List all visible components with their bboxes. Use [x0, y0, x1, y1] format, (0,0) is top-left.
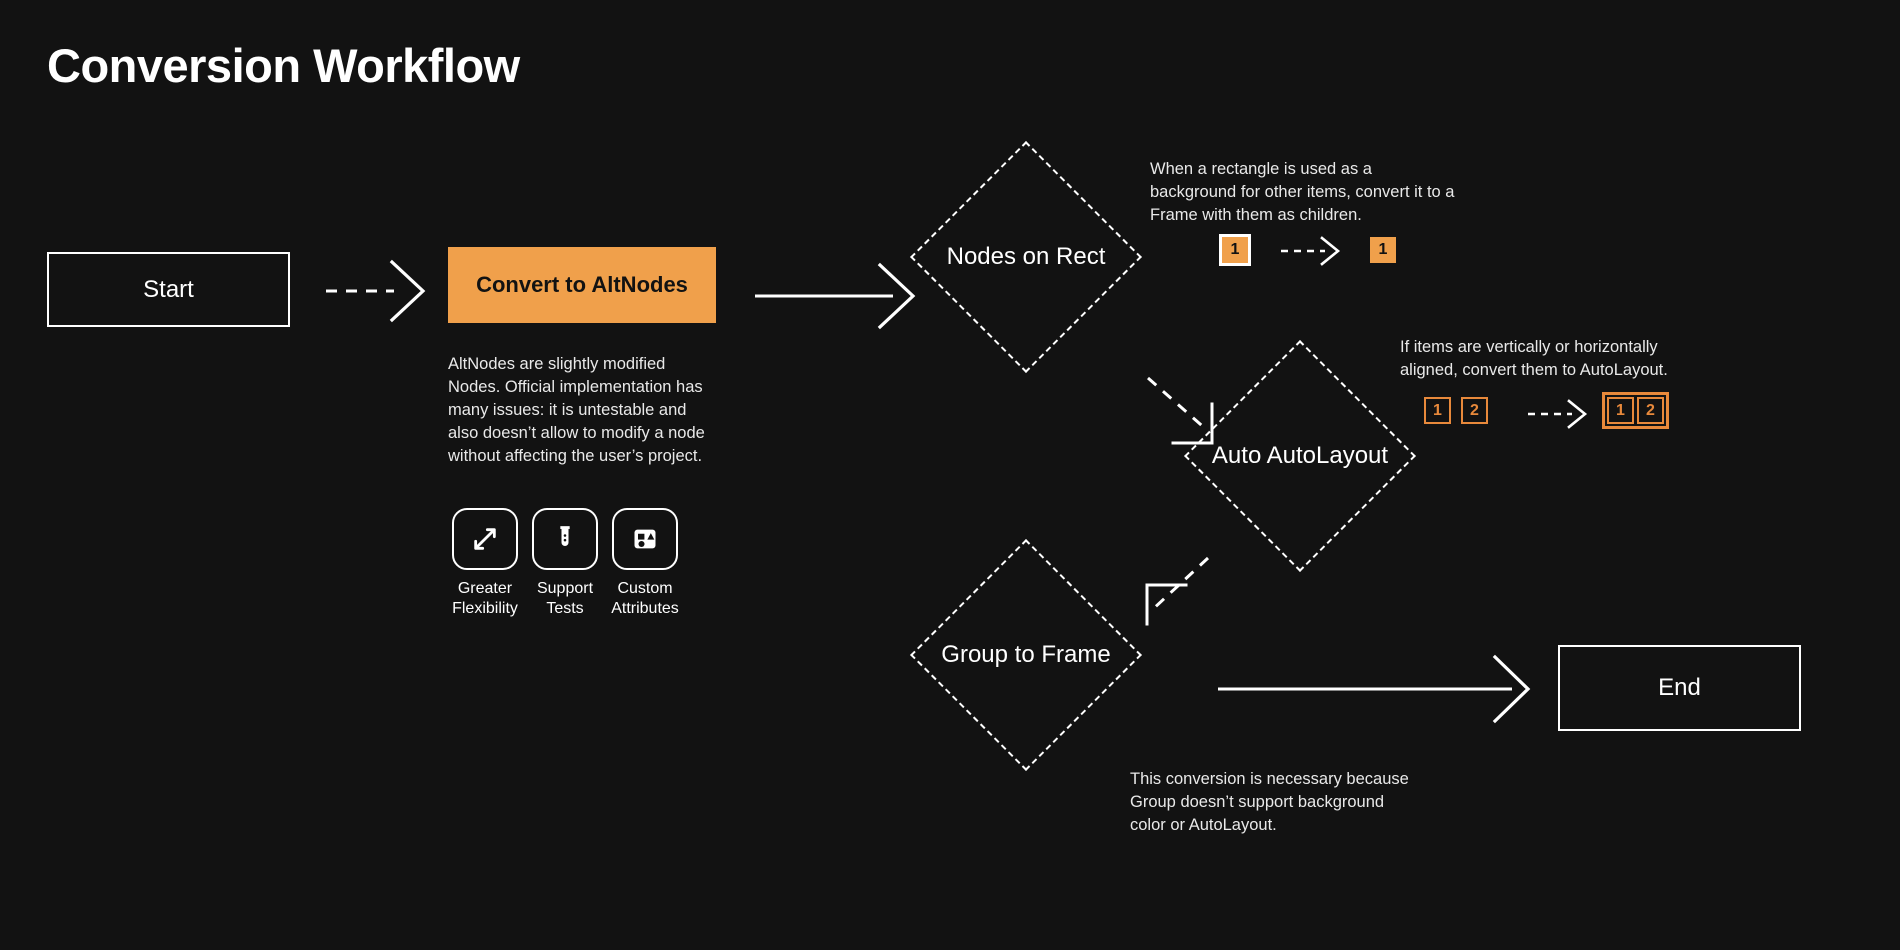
node-convert-label: Convert to AltNodes	[476, 272, 688, 297]
note-nodes-on-rect: When a rectangle is used as a background…	[1150, 160, 1455, 225]
feature-card-list: Greater Flexibility Support Tests	[452, 508, 679, 620]
edge-convert-to-nodesonrect	[755, 262, 916, 330]
edge-autolayout-to-grouptoframe	[1145, 556, 1210, 626]
badge-after-2: 2	[1637, 397, 1664, 424]
note-auto-autolayout: If items are vertically or horizontally …	[1400, 338, 1668, 380]
badge-after-1: 1	[1370, 237, 1396, 263]
edge-nodesonrect-to-autolayout	[1147, 376, 1214, 445]
badge-pair-before: 1 2	[1424, 397, 1488, 424]
badge-before-2: 2	[1461, 397, 1488, 424]
test-tube-icon	[560, 526, 570, 546]
feature-card-frame	[532, 508, 598, 570]
node-nodes-on-rect[interactable]: Nodes on Rect	[910, 141, 1142, 373]
node-auto-autolayout[interactable]: Auto AutoLayout	[1184, 340, 1416, 572]
feature-support-tests[interactable]: Support Tests	[532, 508, 598, 620]
node-end-label: End	[1658, 674, 1701, 701]
expand-arrows-icon	[474, 528, 496, 550]
badge-row-align: 1 2 1 2	[1424, 392, 1669, 429]
feature-card-frame	[612, 508, 678, 570]
note-convert-altnodes: AltNodes are slightly modified Nodes. Of…	[448, 355, 705, 466]
edge-grouptoframe-to-end	[1218, 654, 1531, 724]
badge-before-1: 1	[1424, 397, 1451, 424]
node-start-label: Start	[143, 275, 194, 303]
feature-label: Support Tests	[536, 580, 594, 618]
feature-label: Custom Attributes	[611, 580, 679, 618]
node-end[interactable]: End	[1558, 645, 1801, 731]
shapes-icon	[634, 529, 656, 549]
badge-after-1: 1	[1607, 397, 1634, 424]
feature-card-frame	[452, 508, 518, 570]
node-group-to-frame[interactable]: Group to Frame	[910, 539, 1142, 771]
node-convert-to-altnodes[interactable]: Convert to AltNodes	[448, 247, 716, 323]
badge-group-after: 1 2	[1602, 392, 1669, 429]
feature-custom-attributes[interactable]: Custom Attributes	[611, 508, 679, 620]
feature-greater-flexibility[interactable]: Greater Flexibility	[452, 508, 518, 620]
edge-start-to-convert	[326, 259, 426, 323]
note-group-to-frame: This conversion is necessary because Gro…	[1130, 770, 1409, 835]
feature-label: Greater Flexibility	[452, 580, 518, 618]
badge-before-1: 1	[1219, 234, 1251, 266]
node-group-to-frame-label: Group to Frame	[941, 641, 1111, 668]
page-title: Conversion Workflow	[47, 39, 520, 92]
node-start[interactable]: Start	[47, 252, 290, 327]
badge-row-rect: 1 1	[1219, 234, 1396, 266]
node-nodes-on-rect-label: Nodes on Rect	[946, 243, 1106, 270]
node-auto-autolayout-label: Auto AutoLayout	[1211, 442, 1389, 469]
